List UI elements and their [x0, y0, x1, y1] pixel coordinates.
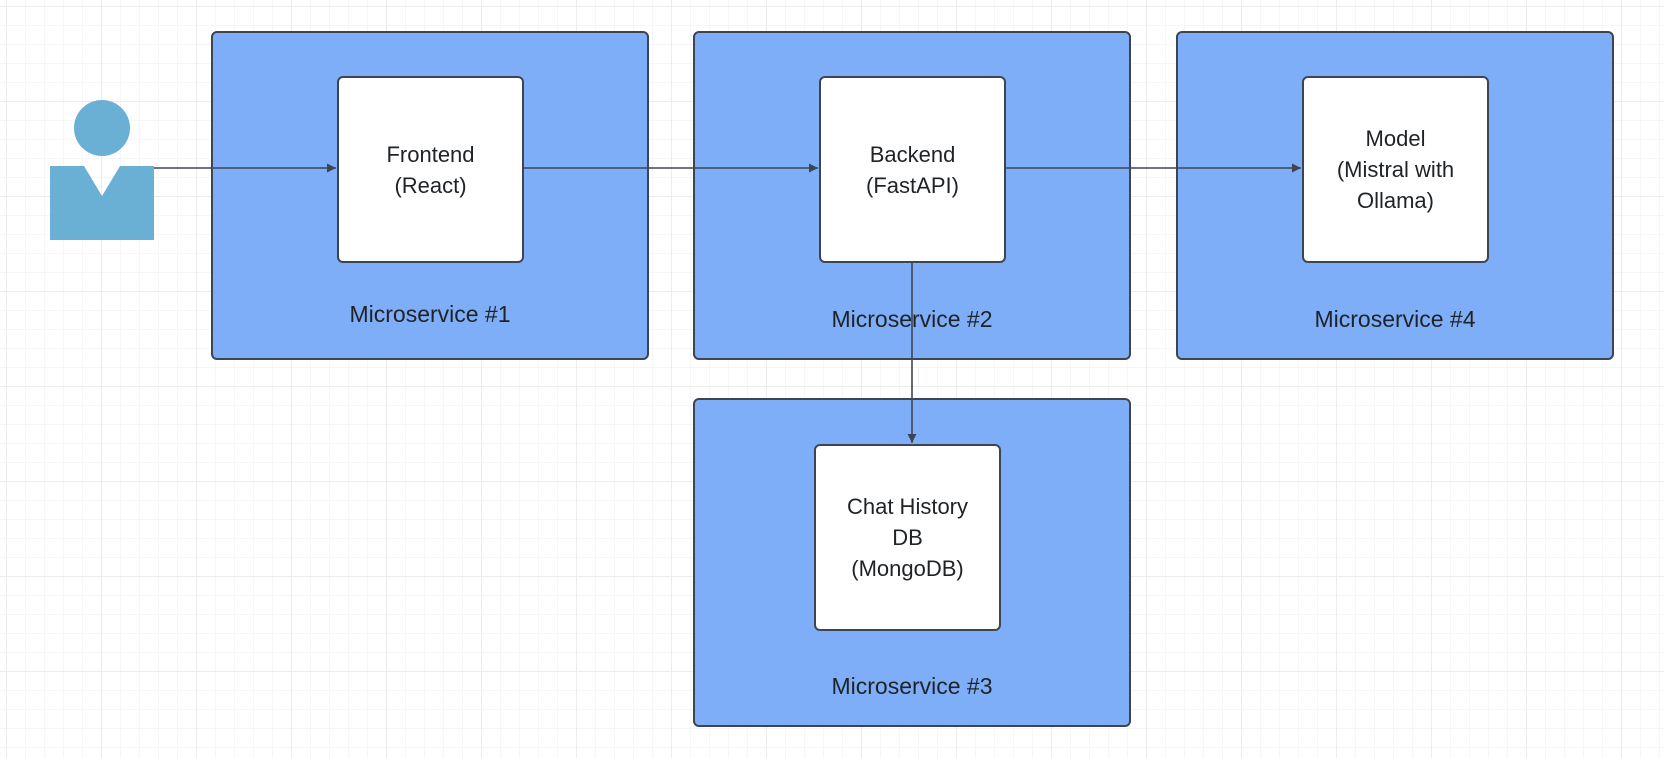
- container-label: Microservice #3: [831, 673, 993, 699]
- node-frontend: Frontend (React): [337, 76, 524, 263]
- node-chat-db: Chat History DB (MongoDB): [814, 444, 1001, 631]
- node-label: Model (Mistral with Ollama): [1336, 126, 1455, 213]
- container-label: Microservice #4: [1314, 306, 1476, 332]
- node-label: Chat History DB (MongoDB): [846, 494, 969, 581]
- node-label: Backend (FastAPI): [866, 141, 959, 198]
- node-model: Model (Mistral with Ollama): [1302, 76, 1489, 263]
- user-icon: [50, 100, 154, 240]
- user-body: [50, 166, 154, 240]
- container-label: Microservice #1: [349, 301, 511, 327]
- user-head: [74, 100, 130, 156]
- node-label: Frontend (React): [386, 141, 475, 198]
- node-backend: Backend (FastAPI): [819, 76, 1006, 263]
